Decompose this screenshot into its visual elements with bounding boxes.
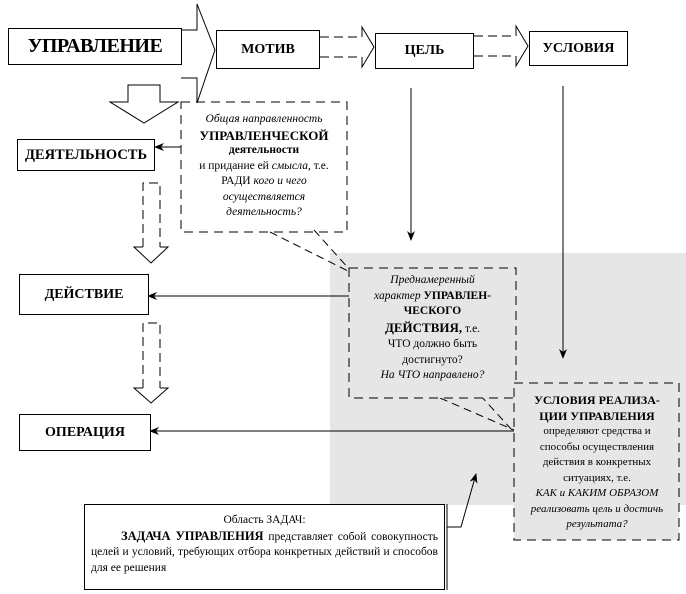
motive-line-4c: , т.е. xyxy=(307,159,329,172)
callout-tail-motive xyxy=(269,229,351,273)
conditions-line-9: результата? xyxy=(566,518,628,530)
dashed-down-arrow-activity-to-action xyxy=(132,182,170,264)
dashed-arrow-head-motive-to-goal xyxy=(361,25,375,69)
goal-line-2b: УПРАВЛЕН- xyxy=(423,289,491,302)
box-conditions: УСЛОВИЯ xyxy=(529,31,628,66)
box-action: ДЕЙСТВИЕ xyxy=(19,274,149,315)
label-action: ДЕЙСТВИЕ xyxy=(44,286,124,302)
motive-line-5b: кого и чего xyxy=(253,175,307,187)
box-goal: ЦЕЛЬ xyxy=(375,33,474,69)
dashed-arrow-head-goal-to-conditions xyxy=(515,24,529,68)
box-management: УПРАВЛЕНИЕ xyxy=(8,28,182,65)
label-goal: ЦЕЛЬ xyxy=(404,43,445,58)
task-definition: ЗАДАЧА УПРАВЛЕНИЯ представляет собой сов… xyxy=(91,529,438,577)
label-motive: МОТИВ xyxy=(241,41,295,57)
goal-line-5: ЧТО должно быть xyxy=(387,338,478,350)
motive-line-4a: и придание ей xyxy=(199,159,272,172)
task-term: ЗАДАЧА УПРАВЛЕНИЯ xyxy=(121,528,264,543)
goal-line-2a: характер xyxy=(374,289,424,302)
conditions-line-3: определяют средства и xyxy=(543,425,651,437)
motive-line-3: деятельности xyxy=(228,144,300,156)
label-conditions: УСЛОВИЯ xyxy=(542,40,615,56)
task-box: Область ЗАДАЧ: ЗАДАЧА УПРАВЛЕНИЯ предста… xyxy=(84,504,445,590)
callout-motive: Общая направленность УПРАВЛЕНЧЕСКОЙ деят… xyxy=(183,112,345,221)
conditions-line-7: КАК и КАКИМ ОБРАЗОМ xyxy=(535,487,659,499)
task-pointer xyxy=(447,473,478,528)
motive-line-5: РАДИ кого и чего xyxy=(183,174,345,190)
callout-border-conditions xyxy=(513,382,680,541)
goal-line-6: достигнуто? xyxy=(402,353,463,366)
box-motive: МОТИВ xyxy=(216,30,320,69)
conditions-line-1: УСЛОВИЯ РЕАЛИЗА- xyxy=(534,393,660,407)
box-operation: ОПЕРАЦИЯ xyxy=(19,414,151,451)
callout-border-goal xyxy=(348,267,517,399)
conditions-line-8: реализовать цель и достичь xyxy=(530,502,664,515)
conditions-line-5: действия в конкретных xyxy=(542,456,652,468)
task-definition-text: представляет собой совокупность целей и … xyxy=(91,530,439,574)
motive-line-4: и придание ей смысла, т.е. xyxy=(183,159,345,175)
task-title: Область ЗАДАЧ: xyxy=(223,514,306,526)
motive-line-5a: РАДИ xyxy=(221,175,254,187)
goal-line-4a: ДЕЙСТВИЯ, xyxy=(384,319,463,335)
conditions-line-6: ситуациях, т.е. xyxy=(563,471,631,484)
label-management: УПРАВЛЕНИЕ xyxy=(27,35,163,57)
callout-border-motive xyxy=(180,101,348,233)
dashed-arrow-goal-to-conditions xyxy=(474,35,516,57)
conditions-line-2: ЦИИ УПРАВЛЕНИЯ xyxy=(539,408,655,423)
goal-line-7: На ЧТО направлено? xyxy=(380,369,485,381)
goal-line-3: ЧЕСКОГО xyxy=(403,305,462,317)
dashed-arrow-motive-to-goal xyxy=(320,36,362,58)
goal-line-1: Преднамеренный xyxy=(390,274,475,286)
goal-line-4b: т.е. xyxy=(462,322,481,335)
motive-line-2: УПРАВЛЕНЧЕСКОЙ xyxy=(199,127,329,143)
dashed-down-arrow-action-to-operation xyxy=(132,322,170,404)
goal-line-2: характер УПРАВЛЕН- xyxy=(351,289,514,305)
motive-line-4b: смысла xyxy=(271,159,308,172)
callout-conditions: УСЛОВИЯ РЕАЛИЗА- ЦИИ УПРАВЛЕНИЯ определя… xyxy=(515,393,679,533)
big-arrow-management-to-motive xyxy=(181,3,216,104)
motive-line-7: деятельность? xyxy=(226,206,302,218)
label-activity: ДЕЯТЕЛЬНОСТЬ xyxy=(24,146,148,163)
conditions-line-4: способы осуществления xyxy=(539,440,655,453)
callout-goal: Преднамеренный характер УПРАВЛЕН- ЧЕСКОГ… xyxy=(351,273,514,384)
box-activity: ДЕЯТЕЛЬНОСТЬ xyxy=(17,139,155,171)
down-arrow-management-to-activity xyxy=(108,84,180,124)
motive-line-1: Общая направленность xyxy=(205,113,323,125)
goal-line-4: ДЕЙСТВИЯ, т.е. xyxy=(351,320,514,338)
callout-tail-goal xyxy=(439,394,523,442)
label-operation: ОПЕРАЦИЯ xyxy=(45,424,125,440)
motive-line-6: осуществляется xyxy=(222,190,306,203)
